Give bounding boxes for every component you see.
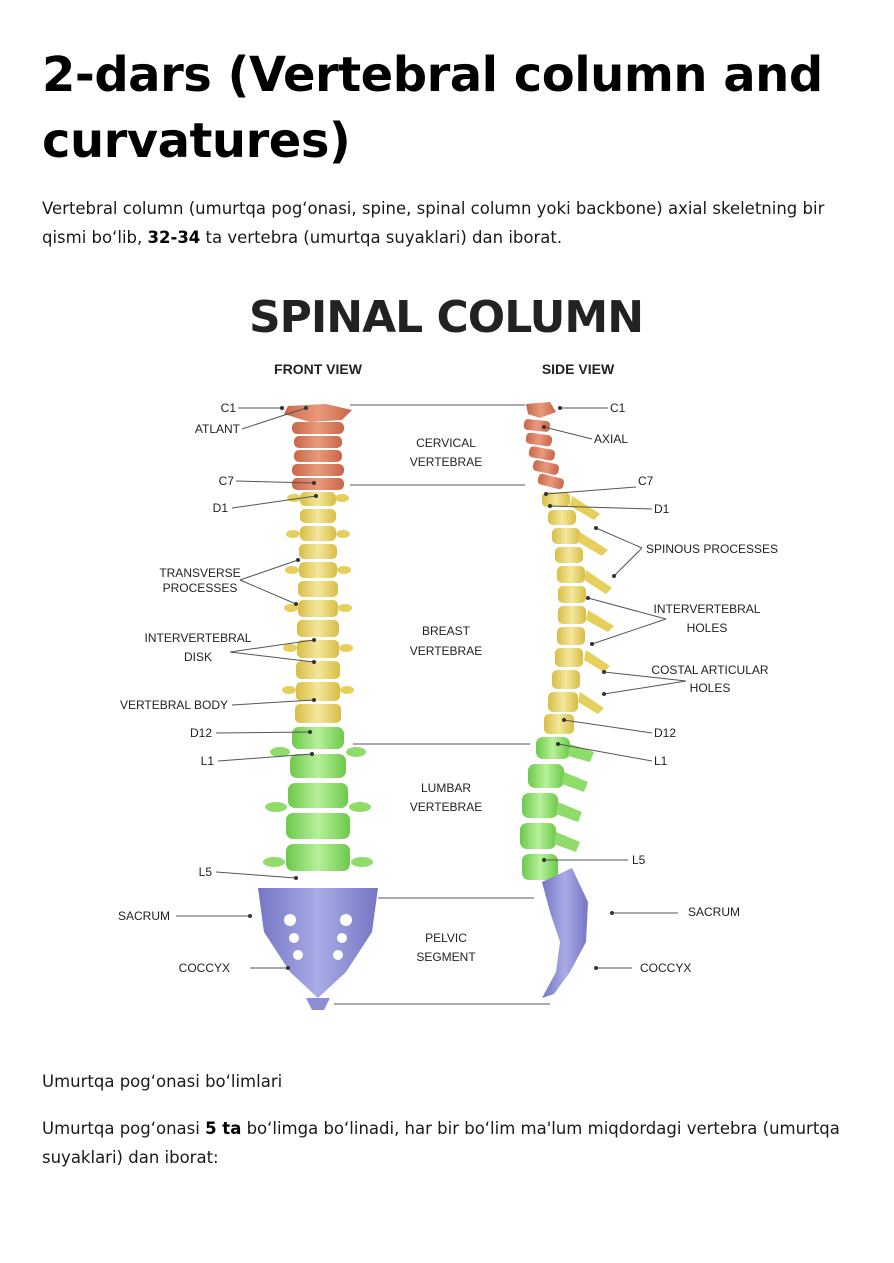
label-sacrum: SACRUM [118,909,170,923]
svg-text:VERTEBRAE: VERTEBRAE [410,644,482,658]
label-holes-2: HOLES [687,621,728,635]
label-d12: D12 [190,726,212,740]
side-view-heading: SIDE VIEW [542,361,615,377]
section-label-cervical: CERVICAL VERTEBRAE [410,436,482,469]
section-label-lumbar: LUMBAR VERTEBRAE [410,781,482,814]
label-side-d1: D1 [654,502,670,516]
section-label-pelvic: PELVIC SEGMENT [416,931,476,964]
label-disk-2: DISK [184,650,212,664]
figure-title: SPINAL COLUMN [249,292,643,343]
side-spine-illustration [520,402,614,998]
section-label-breast: BREAST VERTEBRAE [410,624,482,658]
label-side-d12: D12 [654,726,676,740]
svg-text:SEGMENT: SEGMENT [416,950,476,964]
label-atlant: ATLANT [195,422,241,436]
label-side-l5: L5 [632,853,646,867]
label-transverse-1: TRANSVERSE [159,566,240,580]
label-side-l1: L1 [654,754,668,768]
label-vertebral-body: VERTEBRAL BODY [120,698,228,712]
front-spine-illustration [258,404,378,1010]
front-view-heading: FRONT VIEW [274,361,363,377]
vertebra-count: 32-34 [147,228,201,247]
label-c7: C7 [219,474,235,488]
svg-text:VERTEBRAE: VERTEBRAE [410,800,482,814]
label-disk-1: INTERVERTEBRAL [145,631,252,645]
label-spinous: SPINOUS PROCESSES [646,542,778,556]
label-d1: D1 [213,501,229,515]
label-side-c1: C1 [610,401,626,415]
label-axial: AXIAL [594,432,628,446]
label-side-c7: C7 [638,474,654,488]
label-costal-1: COSTAL ARTICULAR [651,663,768,677]
svg-text:LUMBAR: LUMBAR [421,781,471,795]
label-side-coccyx: COCCYX [640,961,691,975]
svg-text:VERTEBRAE: VERTEBRAE [410,455,482,469]
section-subheading: Umurtqa pog‘onasi bo‘limlari [42,1072,283,1091]
sections-paragraph: Umurtqa pog‘onasi 5 ta bo‘limga bo‘linad… [42,1119,840,1167]
intro-paragraph: Vertebral column (umurtqa pog‘onasi, spi… [42,199,825,247]
label-coccyx: COCCYX [179,961,230,975]
page-title: 2-dars (Vertebral column and curvatures) [42,47,823,169]
side-labels: C1 AXIAL C7 D1 SPINOUS PROCESSES INTERVE… [542,401,778,975]
spinal-column-figure: SPINAL COLUMN FRONT VIEW SIDE VIEW [110,282,790,1022]
front-labels: C1 ATLANT C7 D1 TRANSVERSE PROCESSES INT… [118,401,318,975]
section-count: 5 ta [205,1119,242,1138]
label-l1: L1 [201,754,215,768]
label-l5: L5 [199,865,213,879]
label-costal-2: HOLES [690,681,731,695]
label-transverse-2: PROCESSES [163,581,238,595]
label-c1: C1 [221,401,237,415]
svg-text:CERVICAL: CERVICAL [416,436,476,450]
label-side-sacrum: SACRUM [688,905,740,919]
svg-text:PELVIC: PELVIC [425,931,467,945]
label-holes-1: INTERVERTEBRAL [654,602,761,616]
svg-text:BREAST: BREAST [422,624,471,638]
